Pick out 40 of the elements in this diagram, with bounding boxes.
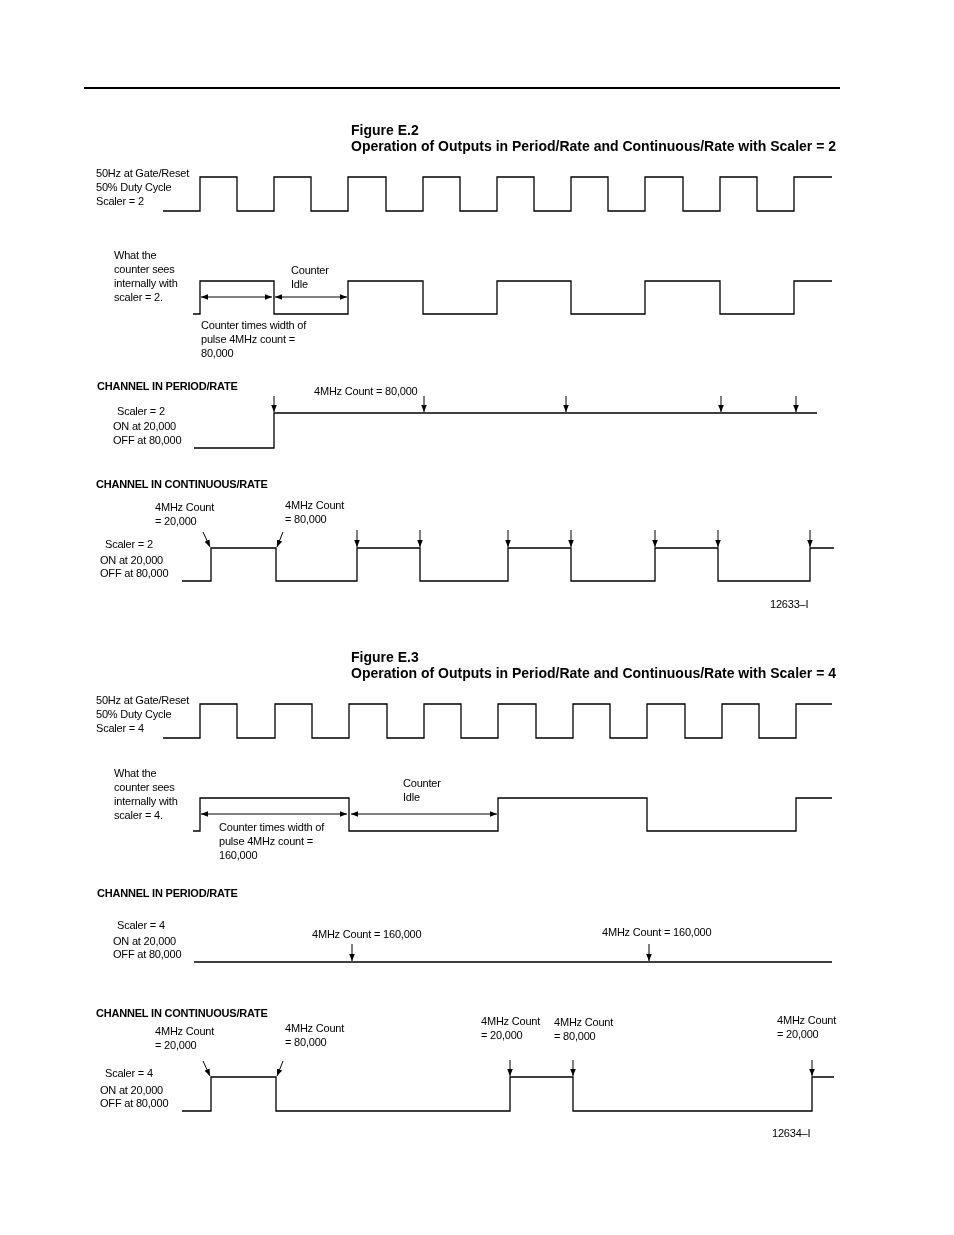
signal-label: OFF at 80,000 xyxy=(100,566,169,580)
count-label: 4MHz Count = 20,000 xyxy=(155,1024,216,1052)
signal-label: OFF at 80,000 xyxy=(100,1096,169,1110)
note-text: Counter times width of pulse 4MHz count = 80,000 xyxy=(201,318,308,360)
count-label: 4MHz Count = 20,000 xyxy=(481,1014,542,1042)
signal-label: Scaler = 4 xyxy=(105,1066,153,1080)
count-label: 4MHz Count = 20,000 xyxy=(777,1013,838,1041)
signal-label: 50Hz at Gate/Reset 50% Duty Cycle Scaler = 2 xyxy=(96,166,191,208)
signal-label: OFF at 80,000 xyxy=(113,433,182,447)
count-label: 4MHz Count = 20,000 xyxy=(155,500,216,528)
signal-label: OFF at 80,000 xyxy=(113,947,182,961)
count-label: 4MHz Count = 80,000 xyxy=(554,1015,615,1043)
signal-label: ON at 20,000 xyxy=(113,934,177,948)
signal-label: Scaler = 2 xyxy=(105,537,153,551)
count-label: 4MHz Count = 80,000 xyxy=(285,1021,346,1049)
signal-label: ON at 20,000 xyxy=(113,419,177,433)
signal-label: What the counter sees internally with scaler = 2. xyxy=(114,248,179,304)
note-text: Counter Idle xyxy=(403,776,442,804)
channel-heading: CHANNEL IN PERIOD/RATE xyxy=(97,379,238,393)
note-text: Counter Idle xyxy=(291,263,330,291)
signal-label: 50Hz at Gate/Reset 50% Duty Cycle Scaler = 4 xyxy=(96,693,191,735)
figure-title: Figure E.3 xyxy=(351,649,419,665)
channel-heading: CHANNEL IN CONTINUOUS/RATE xyxy=(96,1006,268,1020)
channel-heading: CHANNEL IN PERIOD/RATE xyxy=(97,886,238,900)
signal-label: ON at 20,000 xyxy=(100,553,164,567)
figure-title: Operation of Outputs in Period/Rate and Continuous/Rate with Scaler = 4 xyxy=(351,665,836,681)
signal-label: ON at 20,000 xyxy=(100,1083,164,1097)
count-label: 4MHz Count = 80,000 xyxy=(314,384,418,398)
signal-label: What the counter sees internally with scaler = 4. xyxy=(114,766,179,822)
count-label: 4MHz Count = 160,000 xyxy=(312,927,422,941)
figure-number: 12633–I xyxy=(770,597,809,611)
figure-number: 12634–I xyxy=(772,1126,811,1140)
signal-label: Scaler = 4 xyxy=(117,918,165,932)
count-label: 4MHz Count = 80,000 xyxy=(285,498,346,526)
figure-title: Figure E.2 xyxy=(351,122,419,138)
note-text: Counter times width of pulse 4MHz count = 160,000 xyxy=(219,820,326,862)
signal-label: Scaler = 2 xyxy=(117,404,165,418)
channel-heading: CHANNEL IN CONTINUOUS/RATE xyxy=(96,477,268,491)
figure-title: Operation of Outputs in Period/Rate and Continuous/Rate with Scaler = 2 xyxy=(351,138,836,154)
count-label: 4MHz Count = 160,000 xyxy=(602,925,712,939)
